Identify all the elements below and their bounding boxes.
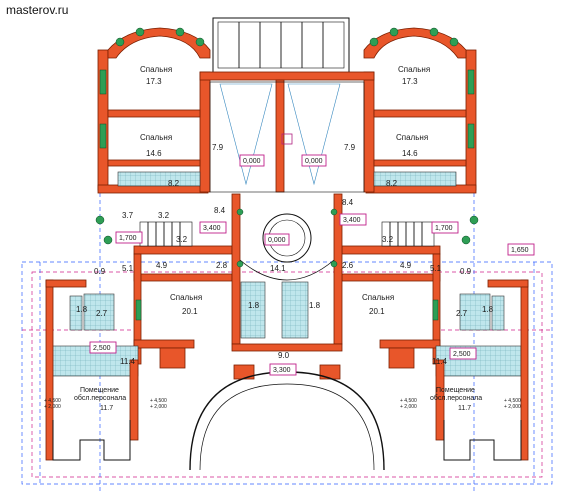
e-small-room-area: 5.1 bbox=[430, 264, 442, 273]
nw-bedroom-label: Спальня bbox=[140, 65, 172, 74]
se-bath-b-area: 1.8 bbox=[482, 305, 494, 314]
roof-e-a: + 4,500 bbox=[400, 398, 417, 404]
staff-wings bbox=[45, 279, 529, 461]
w-stair-mid-area: 3.2 bbox=[158, 211, 170, 220]
c-bath-left-area: 1.8 bbox=[248, 301, 260, 310]
level-bottom: 3,300 bbox=[273, 367, 291, 374]
e-staff-label-1: Помещение bbox=[436, 387, 475, 394]
level-gallery-e: 1,700 bbox=[435, 225, 453, 232]
sw-bath-a-area: 1.8 bbox=[76, 305, 88, 314]
exterior-walls bbox=[97, 27, 477, 380]
sw-bedroom-area: 20.1 bbox=[182, 307, 198, 316]
se-bath-a-area: 2.7 bbox=[456, 309, 468, 318]
level-center: 0,000 bbox=[268, 237, 286, 244]
w-hall-area: 7.9 bbox=[212, 143, 224, 152]
w-staff-label-1: Помещение bbox=[80, 387, 119, 394]
level-stair-w: 3,400 bbox=[203, 225, 221, 232]
w-bedroom-area: 14.6 bbox=[146, 149, 162, 158]
roof-w-d: + 2,000 bbox=[150, 404, 167, 410]
nw-bedroom-area: 17.3 bbox=[146, 77, 162, 86]
roof-e-d: + 2,000 bbox=[504, 404, 521, 410]
w-small-room-area: 5.1 bbox=[122, 264, 134, 273]
roof-e-b: + 2,000 bbox=[400, 404, 417, 410]
w-stair-low-area: 3.2 bbox=[176, 235, 188, 244]
roof-marks: + 4,500 + 2,000 + 4,500 + 2,000 + 4,500 … bbox=[44, 398, 521, 410]
room-labels: Спальня 17.3 Спальня 17.3 Спальня 14.6 С… bbox=[74, 65, 494, 412]
stair-void bbox=[209, 81, 365, 193]
level-staff-w: 2,500 bbox=[93, 345, 111, 352]
roof-w-a: + 4,500 bbox=[44, 398, 61, 404]
e-staff-label-2: обсл.персонала bbox=[430, 394, 482, 402]
e-wc-area: 2.6 bbox=[342, 261, 354, 270]
sw-bedroom-label: Спальня bbox=[170, 293, 202, 302]
level-outer-e: 1,650 bbox=[511, 247, 529, 254]
roof-w-c: + 4,500 bbox=[150, 398, 167, 404]
w-nook-area: 0.9 bbox=[94, 267, 106, 276]
e-bedroom-area: 14.6 bbox=[402, 149, 418, 158]
level-staff-e: 2,500 bbox=[453, 351, 471, 358]
se-bedroom-area: 20.1 bbox=[369, 307, 385, 316]
w-bath-area: 8.2 bbox=[168, 179, 180, 188]
w-staff-hall-area: 11.4 bbox=[120, 357, 136, 366]
stairs bbox=[139, 221, 435, 247]
w-lobby-area: 4.9 bbox=[156, 261, 168, 270]
c-bath-right-area: 1.8 bbox=[309, 301, 321, 310]
e-lobby-area: 4.9 bbox=[400, 261, 412, 270]
e-bath-area: 8.2 bbox=[386, 179, 398, 188]
w-bedroom-label: Спальня bbox=[140, 133, 172, 142]
windows bbox=[95, 27, 479, 321]
rotunda bbox=[239, 213, 335, 281]
w-staff-area: 11.7 bbox=[100, 405, 113, 412]
sw-bath-b-area: 2.7 bbox=[96, 309, 108, 318]
e-staff-area: 11.7 bbox=[458, 405, 471, 412]
e-corridor-area: 8.4 bbox=[342, 198, 354, 207]
w-wc-area: 2.8 bbox=[216, 261, 228, 270]
w-corridor-area: 8.4 bbox=[214, 206, 226, 215]
ne-bedroom-label: Спальня bbox=[398, 65, 430, 74]
e-staff-hall-area: 11.4 bbox=[432, 357, 448, 366]
level-stair-e: 3,400 bbox=[343, 217, 361, 224]
e-nook-area: 0.9 bbox=[460, 267, 472, 276]
roof-w-b: + 2,000 bbox=[44, 404, 61, 410]
level-void-e: 0,000 bbox=[305, 158, 323, 165]
roof-e-c: + 4,500 bbox=[504, 398, 521, 404]
center-area: 14.1 bbox=[270, 264, 286, 273]
w-staff-label-2: обсл.персонала bbox=[74, 394, 126, 402]
ne-bedroom-area: 17.3 bbox=[402, 77, 418, 86]
e-bedroom-label: Спальня bbox=[396, 133, 428, 142]
w-stair-left-area: 3.7 bbox=[122, 211, 134, 220]
level-void-w: 0,000 bbox=[243, 158, 261, 165]
se-bedroom-label: Спальня bbox=[362, 293, 394, 302]
site-watermark: masterov.ru bbox=[6, 3, 68, 17]
level-marks: 0,000 0,000 0,000 3,400 3,400 1,700 1,70… bbox=[89, 154, 535, 376]
level-gallery-w: 1,700 bbox=[119, 235, 137, 242]
entrance-arch bbox=[189, 371, 385, 471]
e-hall-area: 7.9 bbox=[344, 143, 356, 152]
e-stair-area: 3.2 bbox=[382, 235, 394, 244]
top-balcony bbox=[212, 17, 350, 74]
bottom-hall-area: 9.0 bbox=[278, 351, 290, 360]
